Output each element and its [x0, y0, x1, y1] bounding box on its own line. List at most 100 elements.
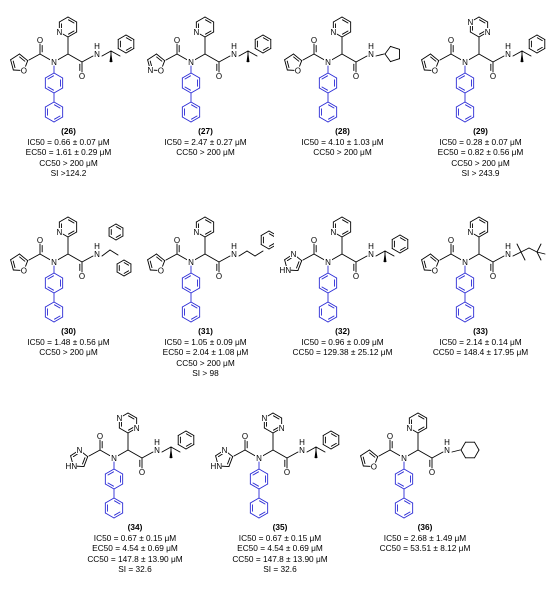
bond [107, 471, 114, 476]
bond [67, 231, 78, 238]
bond [394, 497, 405, 504]
atom-label: O [97, 432, 103, 441]
bond [460, 449, 466, 459]
activity-value: SI > 243.9 [461, 168, 500, 179]
bond [342, 219, 349, 224]
imidazole-ring: HNN [211, 446, 234, 471]
bond [464, 287, 475, 294]
bond [165, 253, 178, 261]
bond [342, 30, 349, 35]
bond [82, 457, 86, 465]
bond [170, 446, 181, 453]
bond [536, 243, 542, 253]
activity-value: IC50 = 1.48 ± 0.56 μM [27, 336, 110, 347]
compound-id: (27) [198, 126, 213, 136]
bond [394, 512, 405, 519]
biphenyl-group [455, 265, 475, 323]
atom-label: H [94, 242, 100, 251]
bond [272, 412, 283, 419]
bond [318, 301, 329, 308]
bond [28, 53, 41, 61]
bond [114, 500, 121, 505]
bond [369, 449, 379, 458]
bond [399, 246, 406, 251]
bond [101, 249, 111, 257]
atom-label: N [147, 66, 153, 75]
bond [327, 101, 338, 108]
bond [191, 115, 198, 120]
bond [458, 75, 465, 80]
bond [284, 59, 288, 71]
bond [430, 253, 440, 262]
pyridine-ring: N [192, 216, 215, 238]
furan-ring: O [421, 253, 440, 275]
activity-value: EC50 = 2.04 ± 1.08 μM [162, 347, 249, 358]
bond [68, 219, 75, 224]
bond [53, 116, 64, 123]
bond [177, 444, 187, 450]
bond [391, 248, 401, 254]
bond [47, 275, 54, 280]
bond [341, 253, 357, 263]
bond [47, 75, 54, 80]
bond [479, 219, 486, 224]
bond [536, 37, 543, 42]
atom-label: N [116, 414, 122, 423]
atom-label: O [216, 272, 222, 281]
bond [123, 270, 130, 274]
bond [249, 483, 260, 490]
bond [536, 251, 546, 255]
bond [190, 316, 201, 323]
bond [53, 301, 64, 308]
bond [478, 253, 494, 263]
bond [68, 230, 75, 235]
bond [53, 272, 64, 279]
activity-value: EC50 = 1.61 ± 0.29 μM [25, 147, 112, 158]
activity-value: CC50 = 129.38 ± 25.12 μM [292, 347, 393, 358]
activity-value: IC50 = 0.67 ± 0.15 μM [238, 532, 322, 543]
bond [10, 59, 14, 71]
furan-ring: O [147, 253, 166, 275]
bond [384, 45, 391, 55]
activity-value: IC50 = 2.68 ± 1.49 μM [383, 532, 467, 543]
bond [328, 104, 335, 109]
atom-label: N [51, 58, 57, 67]
bond [88, 449, 101, 457]
compound-id: (26) [61, 126, 76, 136]
atom-label: O [490, 272, 496, 281]
bond [341, 231, 352, 238]
phenethyl-group [238, 34, 272, 63]
bond [302, 53, 315, 61]
bond [492, 255, 505, 263]
bond [54, 104, 61, 109]
bond [147, 53, 157, 61]
bond [44, 101, 55, 108]
bond [458, 86, 465, 91]
bond [451, 449, 461, 453]
bond [44, 287, 55, 294]
atom-label: H [154, 438, 160, 447]
atom-label: O [37, 236, 43, 245]
bond [520, 251, 526, 261]
bond [369, 452, 376, 458]
bond [464, 101, 475, 108]
bond [421, 253, 431, 261]
atom-label: N [467, 18, 473, 27]
bond [417, 449, 433, 459]
atom-label: O [158, 266, 164, 275]
cyclopentyl-group [375, 45, 400, 63]
phenethyl-group [161, 430, 195, 459]
bond [246, 250, 256, 257]
bond [315, 446, 326, 453]
bond [318, 101, 329, 108]
bond [342, 19, 349, 24]
compound-id: (32) [335, 326, 350, 336]
